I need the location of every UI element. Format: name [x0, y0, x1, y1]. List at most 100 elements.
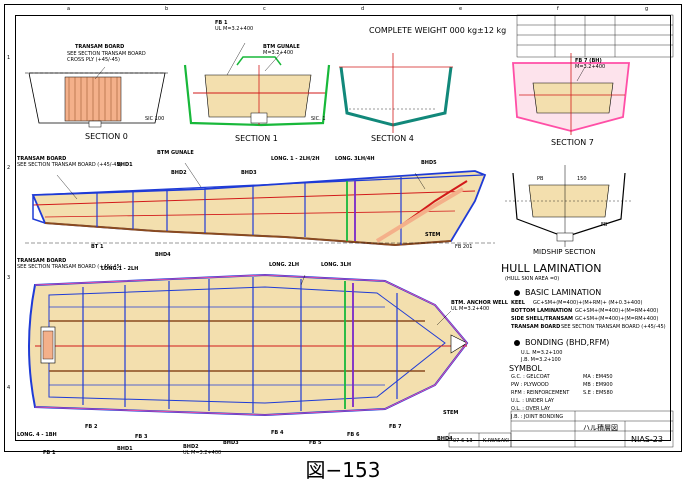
zone-label: g	[645, 6, 649, 12]
plan-fb-label: FB 7	[389, 424, 402, 430]
bullet-icon	[514, 290, 520, 296]
leader-lines	[56, 42, 586, 326]
title-block-drawing-name: ハル積層図	[583, 424, 618, 432]
zone-label: 1	[7, 55, 11, 61]
plan-long-1-label: LONG.1 - 2LH	[101, 266, 139, 272]
section-4-drawing	[339, 53, 453, 133]
plan-stem-label: STEM	[443, 410, 459, 416]
plan-bhd-label: BHD1	[117, 446, 133, 452]
zone-label: 4	[7, 385, 11, 391]
drawing-sheet: a b c d e f g 1 2 3 4	[4, 4, 682, 456]
section-7-title: SECTION 7	[551, 138, 594, 147]
symbol-row: J.B. : JOINT BONDING	[511, 414, 564, 420]
figure-caption: 図−153	[305, 458, 381, 482]
zone-label: f	[557, 6, 559, 12]
profile-long-1-label: LONG. 1 - 2LH/2H	[271, 156, 320, 162]
symbol-row: O.L. : OVER LAY	[511, 406, 551, 412]
section-0-title: SECTION 0	[85, 132, 128, 141]
plan-fb-label: FB 3	[135, 434, 148, 440]
profile-bhd5-label: BHD5	[421, 160, 437, 166]
plan-long-2-label: LONG. 2LH	[269, 262, 300, 268]
plan-long-4-label: LONG. 4 - 1BH	[17, 432, 57, 438]
plan-fb-label: FB 2	[85, 424, 98, 430]
profile-stem-label: STEM	[425, 232, 441, 238]
profile-bhd4-label: BHD4	[155, 252, 171, 258]
symbol-row: MA : EM450	[583, 374, 613, 380]
transom-board-label: TRANSAM BOARD	[511, 324, 561, 330]
bottom-lamination-value: GC+SM+(M=400)+(M=RM+400)	[575, 308, 659, 314]
keel-value: GC+SM+(M=400)+(M+RM)+ (M+0.3+400)	[533, 300, 643, 306]
profile-view-drawing	[25, 170, 495, 247]
zone-label: 3	[7, 275, 11, 281]
bottom-lamination-label: BOTTOM LAMINATION	[511, 308, 573, 314]
symbol-row: MB : EM900	[583, 382, 613, 388]
side-shell-value: GC+SM+(M=400)+(M=RM+400)	[575, 316, 659, 322]
zone-label: b	[165, 6, 169, 12]
bonding-heading: BONDING (BHD,RFM)	[525, 338, 610, 347]
legend-title: HULL LAMINATION	[501, 262, 602, 275]
side-shell-label: SIDE SHELL/TRANSAM	[511, 316, 573, 322]
plan-anchor-well-label: BTM. ANCHOR WELL	[451, 300, 508, 306]
bullet-icon	[514, 340, 520, 346]
section-1-gunale-note: M=3.2+400	[263, 50, 294, 56]
legend-subtitle: (HULL SKIN AREA =0)	[505, 276, 560, 282]
section-1-fb-label: FB 1	[215, 20, 228, 26]
section-1-sic-label: SIC. 1	[311, 116, 326, 122]
midship-label: PB	[537, 176, 544, 182]
symbol-row: U.L. : UNDER LAY	[511, 398, 554, 404]
section-1-gunale-label: BTM GUNALE	[263, 44, 300, 50]
zone-label: d	[361, 6, 365, 12]
midship-section-title: MIDSHIP SECTION	[533, 248, 596, 256]
plan-bhd-label: BHD3	[223, 440, 239, 446]
plan-bhd-label: BHD2	[183, 444, 199, 450]
section-1-drawing	[183, 56, 331, 127]
transom-board-value: SEE SECTION TRANSAM BOARD (+45/-45)	[561, 324, 666, 330]
section-1-fb-note: UL M=3.2+400	[215, 26, 254, 32]
section-0-sic-label: SIC 100	[145, 116, 165, 122]
midship-label: 150	[577, 176, 587, 182]
drawing-frame	[15, 15, 671, 441]
section-0-drawing	[25, 72, 169, 128]
profile-bhd3-label: BHD3	[241, 170, 257, 176]
section-0-transom-note: SEE SECTION TRANSAM BOARD	[67, 51, 146, 57]
symbol-row: G.C. : GELCOAT	[511, 374, 550, 380]
plan-anchor-well-note: UL M=3.2+400	[451, 306, 490, 312]
symbol-row: RFM : REINFORCEMENT	[511, 390, 570, 396]
plan-transom-note: SEE SECTION TRANSAM BOARD (+45/-45)	[17, 264, 122, 270]
section-4-title: SECTION 4	[371, 134, 414, 143]
symbol-row: S.E : EM580	[583, 390, 613, 396]
hull-lamination-drawing	[25, 14, 674, 448]
title-block-drawing-number: NIAS-23	[631, 435, 663, 444]
plan-fb-label: FB 5	[309, 440, 322, 446]
plan-fb-label: FB 4	[271, 430, 284, 436]
section-0-transom-label: TRANSAM BOARD	[75, 44, 125, 50]
plan-bhd-label: BHD4	[437, 436, 453, 442]
section-7-drawing	[512, 53, 631, 135]
profile-transom-note: SEE SECTION TRANSAM BOARD (+45/-45)	[17, 162, 122, 168]
bonding-jb: J.B. M=3.2+100	[521, 357, 561, 363]
title-block-date: 07-6-13	[453, 438, 473, 444]
profile-bhd2-label: BHD2	[171, 170, 187, 176]
midship-section-drawing	[505, 165, 631, 247]
profile-gunale-label: BTM GUNALE	[157, 150, 194, 156]
complete-weight: COMPLETE WEIGHT 000 kg±12 kg	[369, 26, 507, 35]
bonding-ul: U.L. M=3.2+100	[521, 350, 563, 356]
basic-lamination-heading: BASIC LAMINATION	[525, 288, 602, 297]
profile-fb-label: FB 201	[455, 244, 473, 250]
plan-view-drawing	[28, 273, 469, 417]
plan-long-3-label: LONG. 3LH	[321, 262, 352, 268]
profile-bt-label: BT 1	[91, 244, 104, 250]
section-0-transom-note: CROSS PLY (+45/-45)	[67, 57, 120, 63]
section-1-title: SECTION 1	[235, 134, 278, 143]
zone-label: c	[263, 6, 266, 12]
section-7-note: M=3.2+400	[575, 64, 606, 70]
title-block-drawn-by: K.IWASAKI	[483, 438, 509, 444]
plan-fb-label: FB 6	[347, 432, 360, 438]
keel-label: KEEL	[511, 300, 525, 306]
symbol-row: PW : PLYWOOD	[511, 382, 549, 388]
profile-transom-label: TRANSAM BOARD	[17, 156, 67, 162]
zone-label: a	[67, 6, 71, 12]
plan-fb-label: FB 1	[43, 450, 56, 456]
profile-long-2-label: LONG. 3LH/4H	[335, 156, 375, 162]
title-block	[448, 14, 674, 448]
